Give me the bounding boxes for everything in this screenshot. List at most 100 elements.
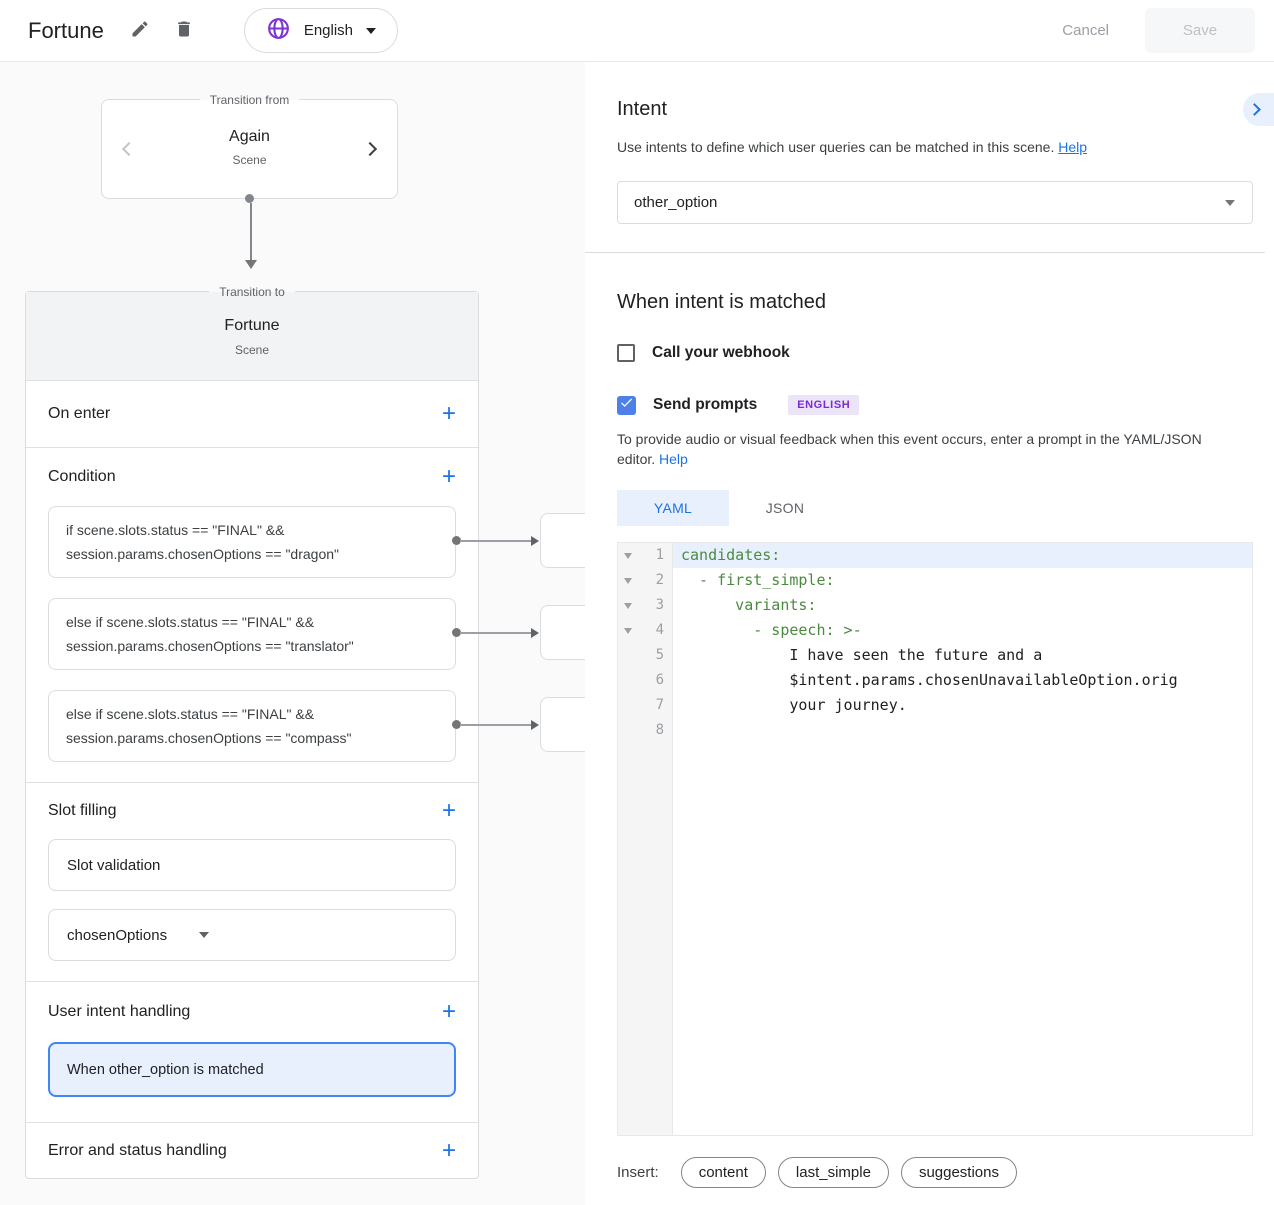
save-button[interactable]: Save — [1145, 8, 1255, 53]
add-icon[interactable]: + — [441, 1136, 456, 1164]
fold-triangle-icon[interactable] — [624, 603, 632, 609]
fold-triangle-icon[interactable] — [624, 578, 632, 584]
chevron-down-icon — [1225, 199, 1235, 206]
transition-to-legend: Transition to — [209, 284, 295, 300]
code-text: candidates: — [681, 546, 781, 564]
matched-heading: When intent is matched — [617, 291, 826, 313]
insert-label: Insert: — [617, 1164, 659, 1181]
add-icon[interactable]: + — [441, 998, 456, 1025]
intent-select[interactable]: other_option — [617, 181, 1253, 224]
tab-json[interactable]: JSON — [765, 500, 805, 516]
code-text: variants: — [681, 596, 817, 614]
intent-handler-label: When other_option is matched — [67, 1061, 264, 1078]
edit-icon — [130, 19, 150, 42]
help-link[interactable]: Help — [659, 451, 688, 467]
code-line[interactable]: 4 - speech: >- — [618, 618, 1252, 643]
condition-line: if scene.slots.status == "FINAL" && — [66, 522, 285, 538]
condition-line: session.params.chosenOptions == "dragon" — [66, 546, 339, 562]
from-scene-type: Scene — [232, 153, 267, 167]
code-line[interactable]: 1 candidates: — [618, 543, 1252, 568]
cancel-button[interactable]: Cancel — [1062, 22, 1109, 39]
code-text: your journey. — [681, 696, 907, 714]
slot-validation-card[interactable]: Slot validation — [48, 839, 456, 891]
intent-description-text: Use intents to define which user queries… — [617, 139, 1055, 155]
insert-suggestions-button[interactable]: suggestions — [900, 1157, 1017, 1188]
section-divider — [585, 252, 1265, 253]
add-icon[interactable]: + — [441, 463, 456, 490]
webhook-checkbox-row[interactable]: Call your webhook — [617, 344, 1253, 362]
user-intent-section: User intent handling + When other_option… — [26, 982, 478, 1123]
condition-line: else if scene.slots.status == "FINAL" && — [66, 614, 315, 630]
code-line[interactable]: 7 your journey. — [618, 693, 1252, 718]
page-title: Fortune — [28, 17, 104, 43]
check-icon — [619, 395, 634, 415]
help-link[interactable]: Help — [1058, 139, 1088, 155]
delete-scene-button[interactable] — [174, 19, 194, 42]
code-text: - first_simple: — [681, 571, 835, 589]
delete-icon — [174, 19, 194, 42]
language-selector[interactable]: English — [243, 8, 399, 53]
arrowhead-icon — [531, 628, 539, 638]
language-label: English — [303, 22, 354, 39]
code-text: $intent.params.chosenUnavailableOption.o… — [681, 671, 1178, 689]
insert-content-button[interactable]: content — [680, 1157, 766, 1188]
slot-param-label: chosenOptions — [67, 926, 168, 944]
condition-card[interactable]: else if scene.slots.status == "FINAL" &&… — [48, 690, 456, 762]
condition-section: Condition + if scene.slots.status == "FI… — [26, 448, 478, 783]
intent-heading: Intent — [617, 98, 668, 120]
condition-line: session.params.chosenOptions == "compass… — [66, 730, 352, 746]
line-number: 3 — [655, 597, 664, 613]
add-icon[interactable]: + — [441, 400, 456, 427]
scene-name: Fortune — [224, 317, 280, 334]
arrowhead-icon — [531, 536, 539, 546]
code-text: - speech: >- — [681, 621, 862, 639]
insert-toolbar: Insert: content last_simple suggestions — [617, 1157, 1253, 1188]
line-number: 8 — [655, 722, 664, 738]
code-line[interactable]: 6 $intent.params.chosenUnavailableOption… — [618, 668, 1252, 693]
slot-param-card[interactable]: chosenOptions — [48, 909, 456, 961]
chevron-down-icon — [366, 27, 377, 34]
top-bar: Fortune English Cancel Save — [0, 0, 1274, 62]
condition-label: Condition — [48, 468, 116, 485]
slot-validation-label: Slot validation — [67, 856, 161, 874]
globe-icon — [266, 16, 291, 46]
scene-graph-panel: Transition from Again Scene Transition t… — [0, 62, 585, 1205]
checkbox-unchecked[interactable] — [617, 344, 635, 362]
line-number: 2 — [655, 572, 664, 588]
main-content: Transition from Again Scene Transition t… — [0, 62, 1274, 1205]
transition-target-node[interactable] — [540, 605, 585, 660]
insert-last-simple-button[interactable]: last_simple — [777, 1157, 889, 1188]
intent-handler-card-selected[interactable]: When other_option is matched — [48, 1042, 456, 1097]
transition-target-node[interactable] — [540, 513, 585, 568]
code-line[interactable]: 5 I have seen the future and a — [618, 643, 1252, 668]
condition-card[interactable]: if scene.slots.status == "FINAL" && sess… — [48, 506, 456, 578]
checkbox-checked[interactable] — [617, 395, 636, 415]
arrowhead-icon — [531, 720, 539, 730]
code-line[interactable]: 3 variants: — [618, 593, 1252, 618]
fold-triangle-icon[interactable] — [624, 553, 632, 559]
chevron-right-icon — [1248, 103, 1261, 116]
line-number: 7 — [655, 697, 664, 713]
fold-triangle-icon[interactable] — [624, 628, 632, 634]
intent-panel: Intent Use intents to define which user … — [585, 62, 1274, 1205]
code-text: I have seen the future and a — [681, 646, 1043, 664]
condition-card[interactable]: else if scene.slots.status == "FINAL" &&… — [48, 598, 456, 670]
editor-tabs: YAML JSON — [617, 490, 1253, 526]
edit-title-button[interactable] — [130, 19, 150, 42]
line-number: 1 — [655, 547, 664, 563]
transition-target-node[interactable] — [540, 697, 585, 752]
slot-filling-label: Slot filling — [48, 802, 117, 819]
error-handling-section: Error and status handling + — [26, 1123, 478, 1178]
scene-card: Transition to Fortune Scene On enter + C… — [25, 284, 479, 1179]
webhook-label: Call your webhook — [652, 344, 790, 361]
code-line[interactable]: 8 — [618, 718, 1252, 743]
language-badge: ENGLISH — [788, 395, 860, 415]
collapse-panel-button[interactable] — [1243, 93, 1274, 126]
from-scene-name: Again — [229, 128, 270, 145]
yaml-editor[interactable]: 1 candidates: 2 - first_simple: 3 varian… — [617, 542, 1253, 1136]
on-enter-section: On enter + — [26, 381, 478, 448]
tab-yaml[interactable]: YAML — [617, 490, 729, 526]
code-line[interactable]: 2 - first_simple: — [618, 568, 1252, 593]
prompts-checkbox-row[interactable]: Send prompts ENGLISH — [617, 395, 1253, 415]
add-icon[interactable]: + — [441, 797, 456, 824]
